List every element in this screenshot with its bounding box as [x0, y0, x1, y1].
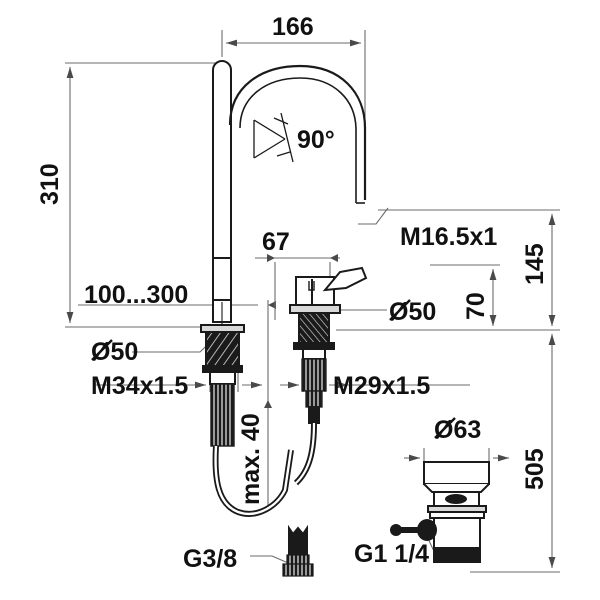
label-dia-50-left: Ø50: [91, 338, 138, 366]
dimension-lines-group: [65, 30, 560, 573]
dim-145: 145: [521, 243, 549, 285]
label-g3-8: G3/8: [183, 545, 237, 573]
faucet-geometry-group: [200, 60, 368, 577]
label-m29x1-5: M29x1.5: [333, 372, 430, 400]
diameter-symbol-slashes: [91, 299, 456, 439]
dim-505: 505: [521, 448, 549, 490]
label-dia-63: Ø63: [434, 416, 481, 444]
label-m34x1-5: M34x1.5: [91, 372, 188, 400]
dim-310: 310: [36, 163, 64, 205]
dim-67: 67: [262, 228, 290, 256]
dim-166: 166: [272, 13, 314, 41]
label-dia-50-right: Ø50: [389, 298, 436, 326]
dim-100-300: 100...300: [84, 281, 188, 309]
dimension-text-group: 166 310 100...300 67 145 70 505 max. 40 …: [36, 13, 549, 573]
label-g1-1-4: G1 1/4: [354, 540, 429, 568]
dim-90-deg: 90°: [297, 126, 335, 154]
label-m16-5x1: M16.5x1: [400, 223, 497, 251]
dim-max-40: max. 40: [237, 413, 265, 505]
drain-waste-assembly-group: [390, 461, 490, 563]
dim-70: 70: [462, 292, 490, 320]
